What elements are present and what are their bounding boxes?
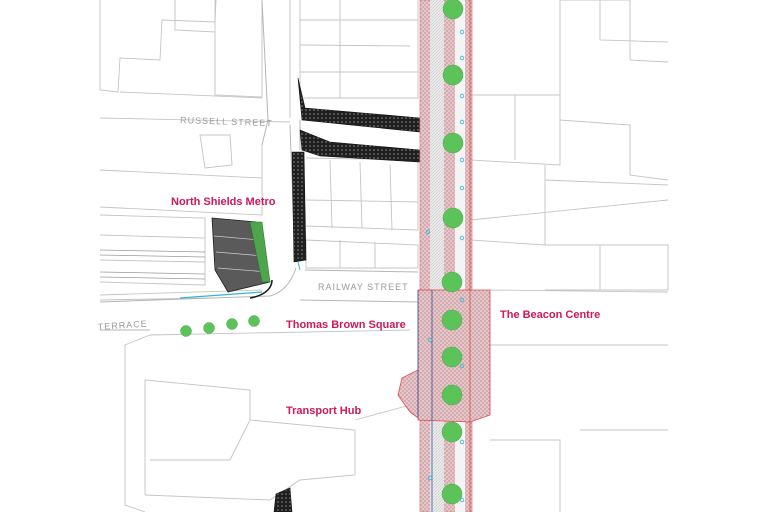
tree: [441, 309, 463, 331]
tree: [442, 64, 464, 86]
north-shields-metro-label: North Shields Metro: [171, 196, 276, 208]
tree: [441, 346, 463, 368]
tree: [442, 207, 464, 229]
tree: [441, 384, 463, 406]
rail-lines: [99, 249, 206, 280]
tree: [248, 315, 260, 327]
thomas-brown-square-label: Thomas Brown Square: [286, 319, 406, 331]
street-furniture: [179, 29, 465, 503]
terrace-label: TERRACE: [97, 319, 148, 332]
russell-street-label: RUSSELL STREET: [180, 115, 273, 128]
beacon-centre-label: The Beacon Centre: [500, 309, 600, 321]
tree: [180, 325, 192, 337]
metro-station-building: [211, 217, 273, 299]
tree: [226, 318, 238, 330]
transport-hub-label: Transport Hub: [286, 405, 361, 417]
tree: [442, 132, 464, 154]
tree: [442, 0, 464, 20]
tree: [203, 322, 215, 334]
tree: [441, 483, 463, 505]
tree: [441, 421, 463, 443]
dark-footpaths: [273, 77, 421, 512]
building-footprints: [99, 0, 669, 512]
tree: [441, 271, 463, 293]
street-trees: [180, 0, 464, 505]
railway-street-label: RAILWAY STREET: [318, 282, 409, 292]
